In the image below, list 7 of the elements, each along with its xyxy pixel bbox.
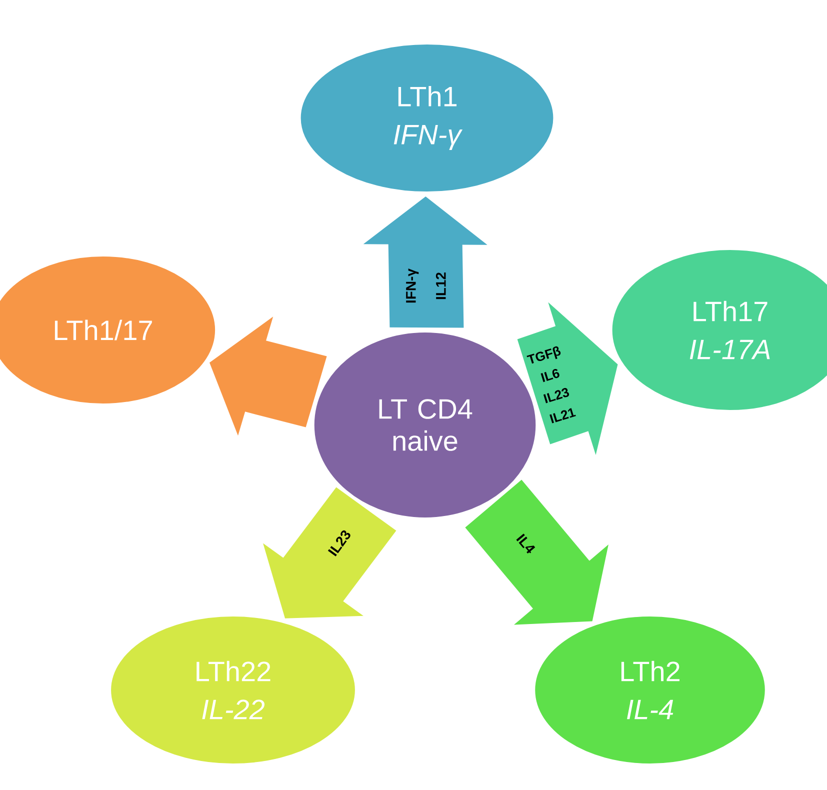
block-arrow xyxy=(465,480,608,625)
edge-label: IFN-γ IL12 xyxy=(406,268,446,303)
block-arrow xyxy=(517,302,618,456)
block-arrow xyxy=(210,316,327,436)
block-arrow xyxy=(363,196,488,328)
edge-label: IL4 xyxy=(516,534,536,554)
block-arrow xyxy=(263,487,396,618)
